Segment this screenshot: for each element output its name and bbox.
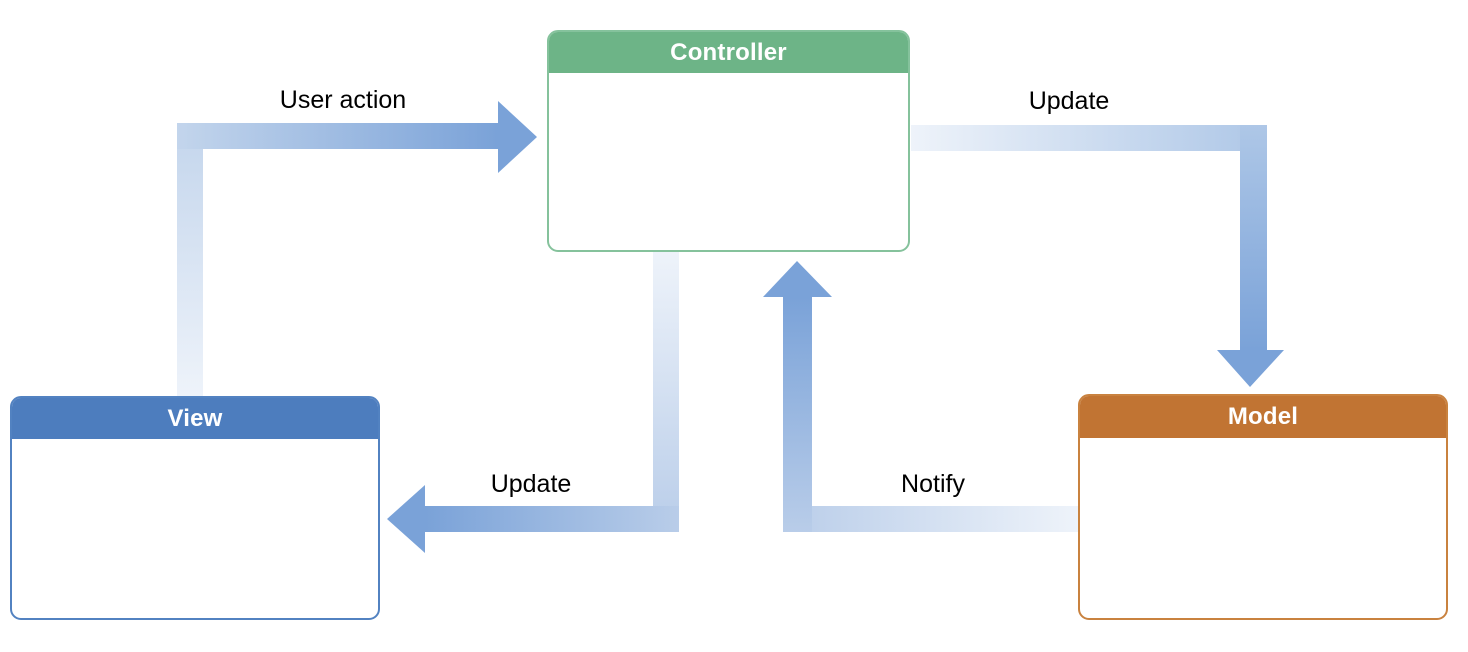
arrowhead-right-icon [498, 101, 537, 173]
edge-label-notify: Notify [901, 470, 965, 498]
model-node-header: Model [1080, 396, 1446, 438]
view-node: View [10, 396, 380, 620]
edge-label-user-action: User action [279, 86, 407, 114]
arrow-controller-to-model [911, 125, 1284, 387]
controller-node-header: Controller [549, 32, 908, 73]
edge-label-update-model: Update [1028, 87, 1110, 115]
edge-label-update-view: Update [490, 470, 572, 498]
controller-node-title: Controller [670, 38, 787, 66]
model-node-title: Model [1227, 403, 1299, 430]
arrow-view-to-controller [177, 101, 537, 396]
arrow-model-to-controller [763, 261, 1078, 532]
arrowhead-up-icon [763, 261, 832, 297]
model-node: Model [1078, 394, 1448, 620]
arrowhead-left-icon [387, 485, 425, 553]
view-node-header: View [12, 398, 378, 439]
controller-node: Controller [547, 30, 910, 252]
view-node-title: View [167, 404, 223, 432]
arrow-controller-to-view [387, 252, 679, 553]
arrowhead-down-icon [1217, 350, 1284, 387]
